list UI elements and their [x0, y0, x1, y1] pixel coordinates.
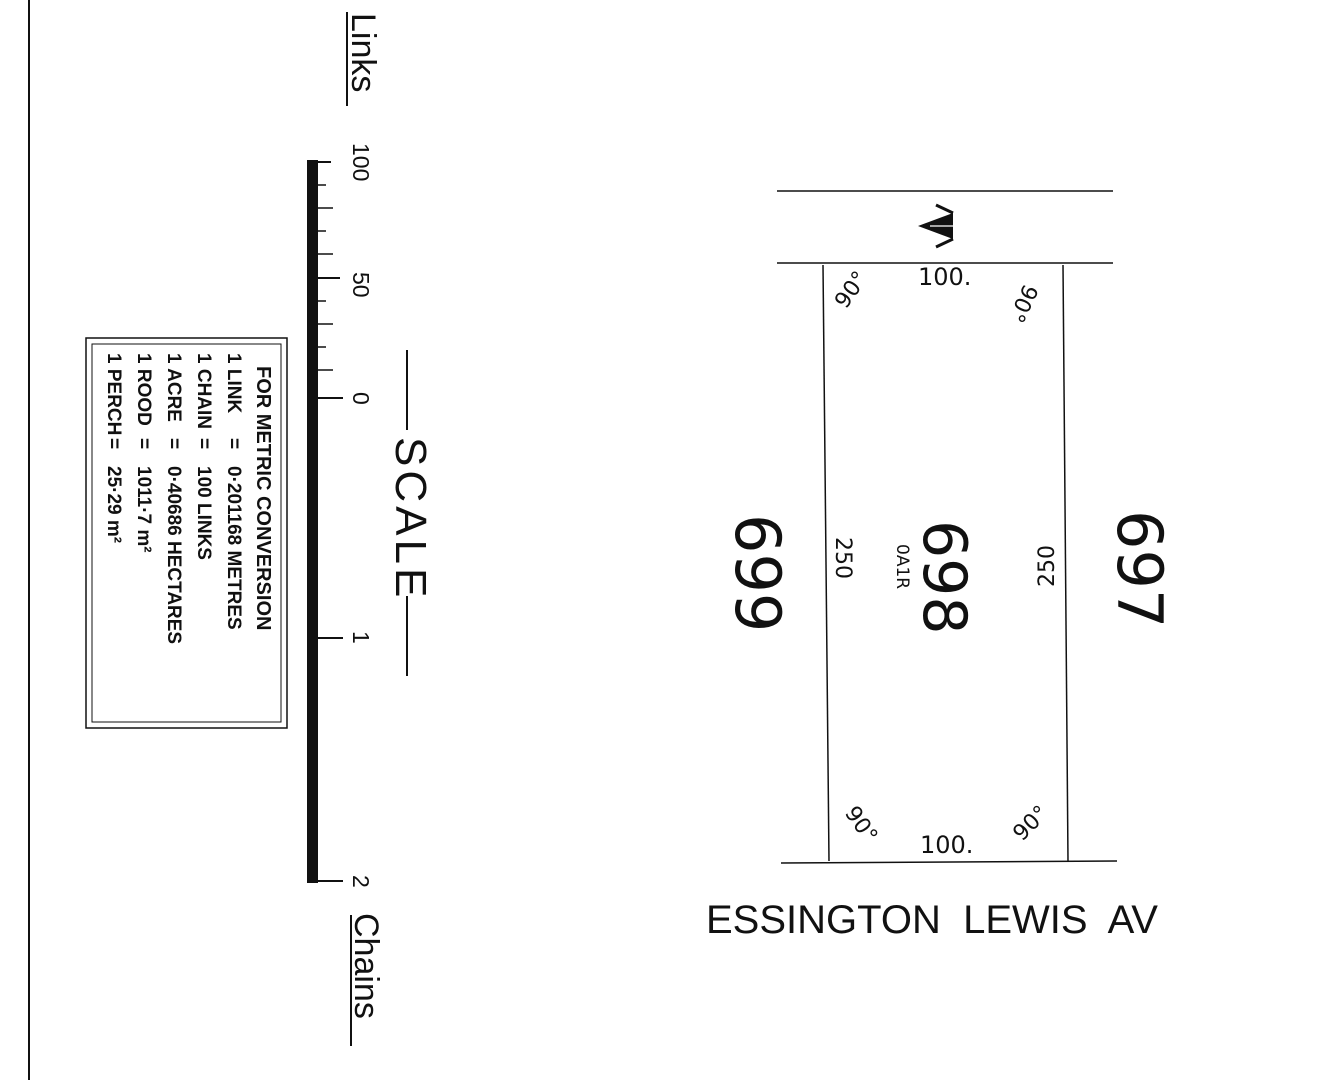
conversion-box-outer [85, 337, 288, 729]
conversion-equals: = [163, 438, 184, 450]
neighbor-lot-left: 699 [721, 514, 794, 633]
dimension-right: 250 [1035, 545, 1060, 587]
dimension-bottom: 100. [920, 831, 974, 859]
neighbor-lot-right: 697 [1103, 510, 1176, 629]
conversion-equals: = [133, 438, 154, 450]
street-name: ESSINGTON LEWIS AV [706, 898, 1158, 942]
conversion-unit: 1 LINK [223, 353, 244, 414]
conversion-value: 1011·7 m² [133, 466, 154, 553]
conversion-value: 0·40686 HECTARES [163, 466, 184, 645]
conversion-equals: = [223, 438, 244, 450]
conversion-title: FOR METRIC CONVERSION [252, 366, 274, 631]
conversion-unit: 1 PERCH [103, 353, 124, 436]
scale-tick-label-2: 2 [348, 875, 374, 888]
conversion-unit: 1 CHAIN [193, 353, 214, 430]
street-frontage-line [780, 860, 1118, 864]
conversion-value: 25·29 m² [103, 466, 124, 544]
conversion-value: 0·201168 METRES [223, 466, 244, 630]
conversion-equals: = [193, 438, 214, 450]
lot-boundary-right [1062, 264, 1069, 862]
scale-tick-label-50: 50 [348, 272, 374, 298]
scale-tick-label-0: 0 [348, 392, 374, 405]
conversion-unit: 1 ROOD [133, 353, 154, 426]
conversion-box-inner [91, 343, 282, 723]
dimension-top: 100. [918, 263, 972, 291]
conversion-row-chain: 1 CHAIN = 100 LINKS [193, 353, 214, 560]
scale-tick-label-1: 1 [348, 631, 374, 644]
chains-label: Chains [347, 913, 385, 1019]
lot-boundary-left [822, 264, 830, 862]
scale-title: SCALE [386, 437, 435, 602]
conversion-row-acre: 1 ACRE = 0·40686 HECTARES [163, 353, 184, 645]
lot-number: 698 [909, 520, 979, 635]
links-label: Links [344, 13, 382, 93]
dimension-left: 250 [830, 537, 855, 579]
conversion-equals: = [103, 438, 124, 450]
lot-area: 0A1R [892, 544, 912, 590]
conversion-row-perch: 1 PERCH = 25·29 m² [103, 353, 124, 544]
scale-bar [307, 160, 343, 883]
conversion-value: 100 LINKS [193, 466, 214, 560]
conversion-row-link: 1 LINK = 0·201168 METRES [223, 353, 244, 630]
conversion-unit: 1 ACRE [163, 353, 184, 422]
conversion-row-rood: 1 ROOD = 1011·7 m² [133, 353, 154, 553]
scale-tick-label-100: 100 [348, 143, 374, 182]
north-arrow-icon [918, 203, 956, 249]
